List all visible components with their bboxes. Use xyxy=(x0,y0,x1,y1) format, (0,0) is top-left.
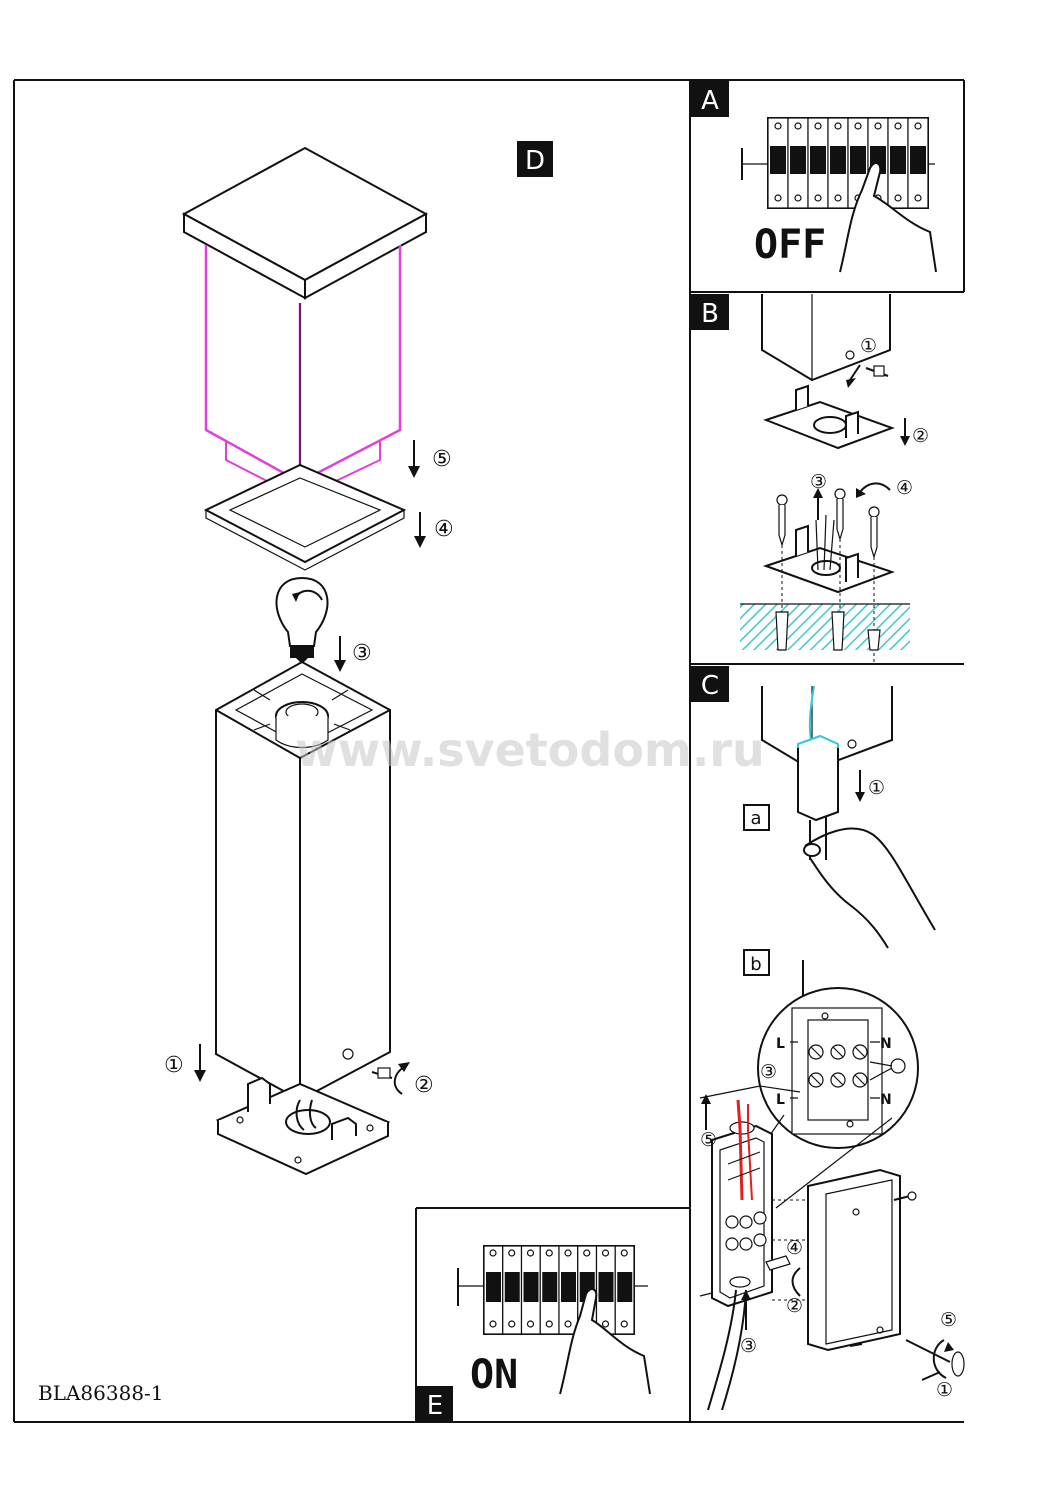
step-c-b-2: ② xyxy=(786,1295,803,1317)
panel-label-b: B xyxy=(701,299,719,329)
panel-label-b-box xyxy=(691,294,729,330)
terminal-l-top: L xyxy=(776,1036,785,1052)
panel-label-c-box xyxy=(691,666,729,702)
terminal-n-bottom: N xyxy=(880,1092,892,1108)
cable-pull-detail xyxy=(761,685,936,949)
terminal-n-top: N xyxy=(880,1036,892,1052)
step-b-1: ① xyxy=(860,335,877,357)
document-code: BLA86388-1 xyxy=(38,1381,164,1405)
panel-d: D ⑤ ④ ③ xyxy=(164,141,553,1176)
panel-label-c: C xyxy=(701,671,719,701)
sub-label-a: a xyxy=(750,808,761,829)
panel-c: C ① a b xyxy=(691,666,965,1411)
sheet-frame xyxy=(13,79,965,1423)
step-b-3: ③ xyxy=(810,471,827,493)
step-c-detail-3: ③ xyxy=(760,1061,777,1083)
panel-b: B ① ② xyxy=(691,294,929,663)
terminal-l-bottom: L xyxy=(776,1092,785,1108)
step-d-3: ③ xyxy=(352,641,372,666)
circuit-breaker-panel-e xyxy=(457,1245,651,1395)
panel-label-e: E xyxy=(427,1391,443,1421)
panel-a: A OFF xyxy=(691,81,937,273)
panel-label-e-box xyxy=(417,1386,453,1422)
post-base-detachment xyxy=(761,294,910,450)
step-c-b-4: ④ xyxy=(786,1237,803,1259)
terminal-block-detail xyxy=(739,960,919,1209)
step-b-2: ② xyxy=(912,425,929,447)
circuit-breaker-panel-a xyxy=(741,117,937,273)
step-b-4: ④ xyxy=(896,477,913,499)
panel-label-d: D xyxy=(525,146,545,176)
step-c-b-3: ③ xyxy=(740,1335,757,1357)
step-c-a-1: ① xyxy=(868,777,885,799)
panel-label-d-box xyxy=(517,141,553,177)
sub-label-a-box xyxy=(743,804,770,831)
step-d-2: ② xyxy=(414,1073,434,1098)
step-d-5: ⑤ xyxy=(432,447,452,472)
hand-icon xyxy=(804,827,936,931)
panel-label-a: A xyxy=(701,86,719,116)
step-d-4: ④ xyxy=(434,517,454,542)
base-plate-mounting xyxy=(740,482,910,663)
step-c-b-1: ① xyxy=(936,1379,953,1401)
hand-icon xyxy=(839,162,937,273)
hand-icon xyxy=(559,1288,651,1395)
step-c-b-5: ⑤ xyxy=(700,1129,717,1151)
watermark: www.svetodom.ru xyxy=(295,723,765,777)
lamp-post-body xyxy=(215,660,393,1102)
step-c-b-5b: ⑤ xyxy=(940,1309,957,1331)
off-label: OFF xyxy=(754,222,826,268)
panel-label-a-box xyxy=(691,81,729,117)
lamp-cap xyxy=(181,146,429,300)
sub-label-b: b xyxy=(750,954,761,975)
gasket-ring xyxy=(203,463,407,571)
panel-e: ON E xyxy=(417,1245,651,1422)
on-label: ON xyxy=(470,1352,518,1398)
junction-box xyxy=(699,1085,965,1411)
sub-label-b-box xyxy=(743,949,770,976)
light-bulb-icon xyxy=(275,576,329,664)
ground-hatch xyxy=(740,604,910,650)
step-d-1: ① xyxy=(164,1053,184,1078)
base-plate xyxy=(215,1076,391,1176)
